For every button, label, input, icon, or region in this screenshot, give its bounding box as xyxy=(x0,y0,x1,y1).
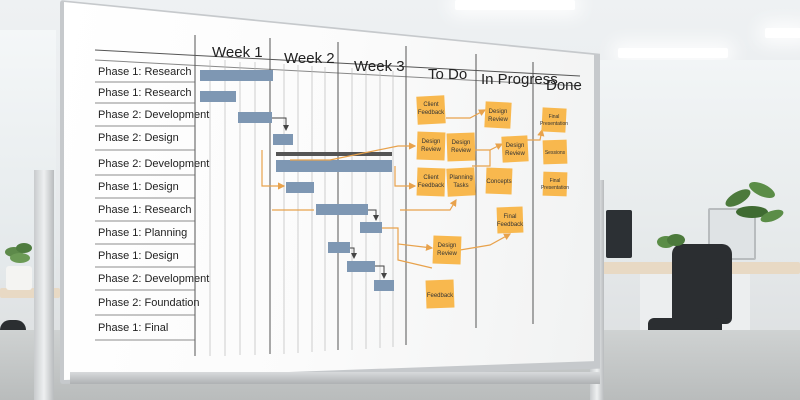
svg-text:Feedback: Feedback xyxy=(427,293,454,299)
kanban-header-todo: To Do xyxy=(428,66,467,83)
gantt-bar xyxy=(328,242,350,253)
phase-label: Phase 2: Design xyxy=(98,132,179,144)
left-plant xyxy=(4,238,34,268)
right-plant xyxy=(718,168,788,238)
gantt-bar xyxy=(276,152,392,156)
left-pot xyxy=(6,266,32,290)
svg-text:Tasks: Tasks xyxy=(453,183,468,189)
right-wall xyxy=(600,60,800,270)
svg-text:Review: Review xyxy=(505,151,525,157)
dependency-arrows xyxy=(272,117,387,279)
svg-text:Feedback: Feedback xyxy=(418,110,445,116)
phase-label: Phase 2: Development xyxy=(98,158,209,170)
sticky-note: Final Feedback xyxy=(496,206,524,234)
inprogress-notes: Design Review Design Review Concepts Fin… xyxy=(484,101,529,234)
gantt-bar xyxy=(374,280,394,291)
kanban-header-done: Done xyxy=(546,77,582,94)
svg-text:Client: Client xyxy=(423,102,439,108)
sticky-note: Design Review xyxy=(446,132,476,162)
sticky-note: Design Review xyxy=(432,235,462,265)
ceiling-light xyxy=(765,28,800,38)
phase-label: Phase 1: Design xyxy=(98,250,179,262)
gantt-bar xyxy=(200,70,273,81)
sticky-note: Concepts xyxy=(485,167,513,195)
svg-text:Design: Design xyxy=(438,243,457,249)
svg-text:Presentation: Presentation xyxy=(541,185,569,191)
gantt-bar xyxy=(273,134,293,145)
svg-text:Design: Design xyxy=(506,143,525,149)
ceiling-light xyxy=(455,0,575,10)
small-plant xyxy=(656,228,686,254)
svg-text:Review: Review xyxy=(488,117,508,123)
done-notes: Final Presentation Sessions Final Presen… xyxy=(540,107,569,197)
stand-pole-left xyxy=(34,170,54,400)
leaf-icon xyxy=(725,181,784,223)
leaf-icon xyxy=(657,234,685,248)
svg-text:Design: Design xyxy=(422,139,441,145)
kanban-header-inprogress: In Progress xyxy=(481,71,558,88)
phase-label: Phase 2: Development xyxy=(98,109,209,121)
office-chair xyxy=(672,244,732,324)
phase-label: Phase 1: Research xyxy=(98,66,192,78)
sticky-note: Final Presentation xyxy=(540,107,568,133)
sticky-note: Feedback xyxy=(425,279,455,309)
svg-text:Design: Design xyxy=(489,109,508,115)
week-header: Week 1 xyxy=(212,44,263,61)
whiteboard-tray xyxy=(70,372,600,384)
gantt-bar xyxy=(200,91,236,102)
phase-label: Phase 1: Design xyxy=(98,181,179,193)
todo-notes: Client Feedback Design Review Design Rev… xyxy=(416,95,476,309)
gantt-grid xyxy=(94,35,581,356)
leaf-icon xyxy=(5,243,32,263)
flow-arrows xyxy=(261,109,545,269)
phase-label: Phase 2: Foundation xyxy=(98,297,200,309)
svg-text:Review: Review xyxy=(437,251,457,257)
gantt-bar xyxy=(276,160,392,172)
svg-text:Feedback: Feedback xyxy=(497,222,524,228)
svg-text:Concepts: Concepts xyxy=(486,179,511,185)
svg-text:Sessions: Sessions xyxy=(545,150,566,156)
phase-labels: Phase 1: Research Phase 1: Research Phas… xyxy=(95,66,209,341)
sticky-note: Sessions xyxy=(542,139,568,165)
svg-text:Design: Design xyxy=(452,140,471,146)
phase-label: Phase 1: Research xyxy=(98,204,192,216)
left-desk xyxy=(0,288,60,298)
week-header: Week 3 xyxy=(354,58,405,75)
svg-text:Final: Final xyxy=(503,214,516,220)
phase-label: Phase 1: Research xyxy=(98,87,192,99)
sticky-note: Design Review xyxy=(484,101,512,129)
gantt-bar xyxy=(347,261,375,272)
gantt-bar xyxy=(286,182,314,193)
svg-text:Client: Client xyxy=(423,175,439,181)
svg-text:Presentation: Presentation xyxy=(540,121,568,127)
sticky-note: Final Presentation xyxy=(541,171,569,197)
svg-text:Feedback: Feedback xyxy=(418,183,445,189)
ceiling-light xyxy=(618,48,728,58)
phase-label: Phase 1: Final xyxy=(98,322,168,334)
svg-text:Review: Review xyxy=(451,148,471,154)
gantt-bar xyxy=(360,222,382,233)
svg-text:Final: Final xyxy=(550,178,561,184)
gantt-bars xyxy=(200,70,394,291)
sticky-note: Design Review xyxy=(416,131,446,161)
phase-label: Phase 2: Development xyxy=(98,273,209,285)
sticky-note: Client Feedback xyxy=(416,167,446,197)
gantt-bar xyxy=(316,204,368,215)
sticky-note: Planning Tasks xyxy=(446,167,476,197)
svg-text:Final: Final xyxy=(549,114,560,120)
sticky-note: Client Feedback xyxy=(416,95,446,125)
phase-label: Phase 1: Planning xyxy=(98,227,187,239)
gantt-bar xyxy=(238,112,272,123)
svg-text:Planning: Planning xyxy=(449,175,472,181)
monitor xyxy=(606,210,632,258)
svg-text:Review: Review xyxy=(421,147,441,153)
week-header: Week 2 xyxy=(284,50,335,67)
sticky-note: Design Review xyxy=(501,135,529,163)
